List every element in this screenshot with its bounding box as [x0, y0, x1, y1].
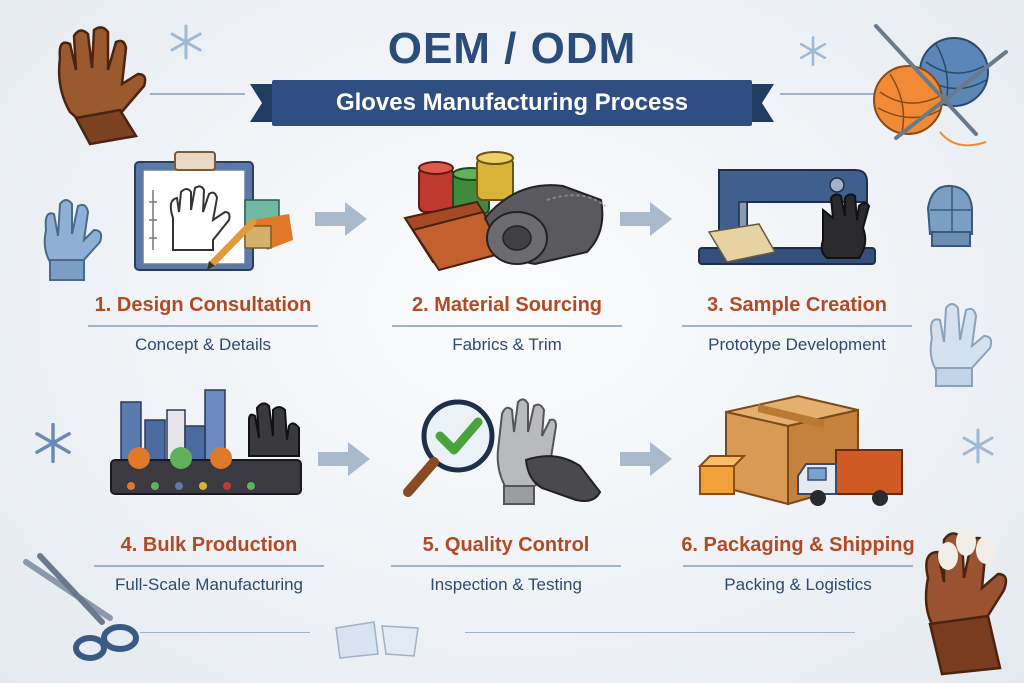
yarn-ball-icon: [873, 24, 1008, 147]
snowflake-icon: [35, 422, 71, 464]
step-6-title: 6. Packaging & Shipping: [681, 534, 915, 556]
bottom-rule-right: [465, 632, 855, 633]
magnifier-check-icon: [356, 380, 656, 530]
arrow-right-icon: [620, 202, 672, 236]
step-4-subtitle: Full-Scale Manufacturing: [114, 575, 304, 594]
page-title: OEM / ODM: [387, 24, 637, 73]
step-1: 1. Design Consultation Concept & Details: [53, 140, 353, 355]
step-5-divider: [391, 565, 621, 567]
knit-glove-icon: [43, 199, 103, 281]
subtitle-ribbon: Gloves Manufacturing Process: [250, 80, 774, 126]
step-5-subtitle: Inspection & Testing: [430, 575, 582, 594]
step-3: 3. Sample Creation Prototype Development: [647, 140, 947, 355]
snowflake-icon: [799, 36, 827, 66]
step-5: 5. Quality Control Inspection & Testing: [356, 380, 656, 595]
snowflake-icon: [962, 428, 994, 464]
step-3-title: 3. Sample Creation: [706, 294, 888, 316]
fabric-rolls-icon: [357, 140, 657, 290]
title-rule-left: [150, 93, 245, 95]
step-4-divider: [94, 565, 324, 567]
step-1-subtitle: Concept & Details: [134, 335, 272, 354]
scissors-icon: [23, 553, 139, 661]
bottom-rule-left: [140, 632, 310, 633]
arrow-right-icon: [315, 202, 367, 236]
step-1-divider: [88, 325, 318, 327]
snowflake-icon: [170, 24, 202, 60]
step-2-title: 2. Material Sourcing: [411, 294, 603, 316]
step-6-subtitle: Packing & Logistics: [724, 575, 872, 594]
step-1-title: 1. Design Consultation: [94, 294, 312, 316]
sewing-machine-icon: [647, 140, 947, 290]
box-truck-icon: [648, 380, 948, 530]
title-rule-right: [780, 93, 875, 95]
leather-glove-icon: [924, 528, 1008, 676]
step-2-divider: [392, 325, 622, 327]
fabric-swatch-icon: [335, 621, 419, 659]
arrow-right-icon: [620, 442, 672, 476]
step-6-divider: [683, 565, 913, 567]
step-3-divider: [682, 325, 912, 327]
clipboard-glove-sketch-icon: [53, 140, 353, 290]
step-2-subtitle: Fabrics & Trim: [452, 335, 562, 354]
page-subtitle: Gloves Manufacturing Process: [335, 89, 689, 116]
arrow-right-icon: [318, 442, 370, 476]
step-6: 6. Packaging & Shipping Packing & Logist…: [648, 380, 948, 595]
step-2: 2. Material Sourcing Fabrics & Trim: [357, 140, 657, 355]
step-5-title: 5. Quality Control: [422, 534, 590, 556]
step-3-subtitle: Prototype Development: [708, 335, 886, 354]
mitten-icon: [926, 184, 973, 247]
step-4-title: 4. Bulk Production: [120, 534, 298, 556]
step-4: 4. Bulk Production Full-Scale Manufactur…: [59, 380, 359, 595]
knit-glove-icon: [929, 303, 993, 387]
leather-glove-icon: [57, 26, 147, 146]
factory-conveyor-icon: [59, 380, 359, 530]
